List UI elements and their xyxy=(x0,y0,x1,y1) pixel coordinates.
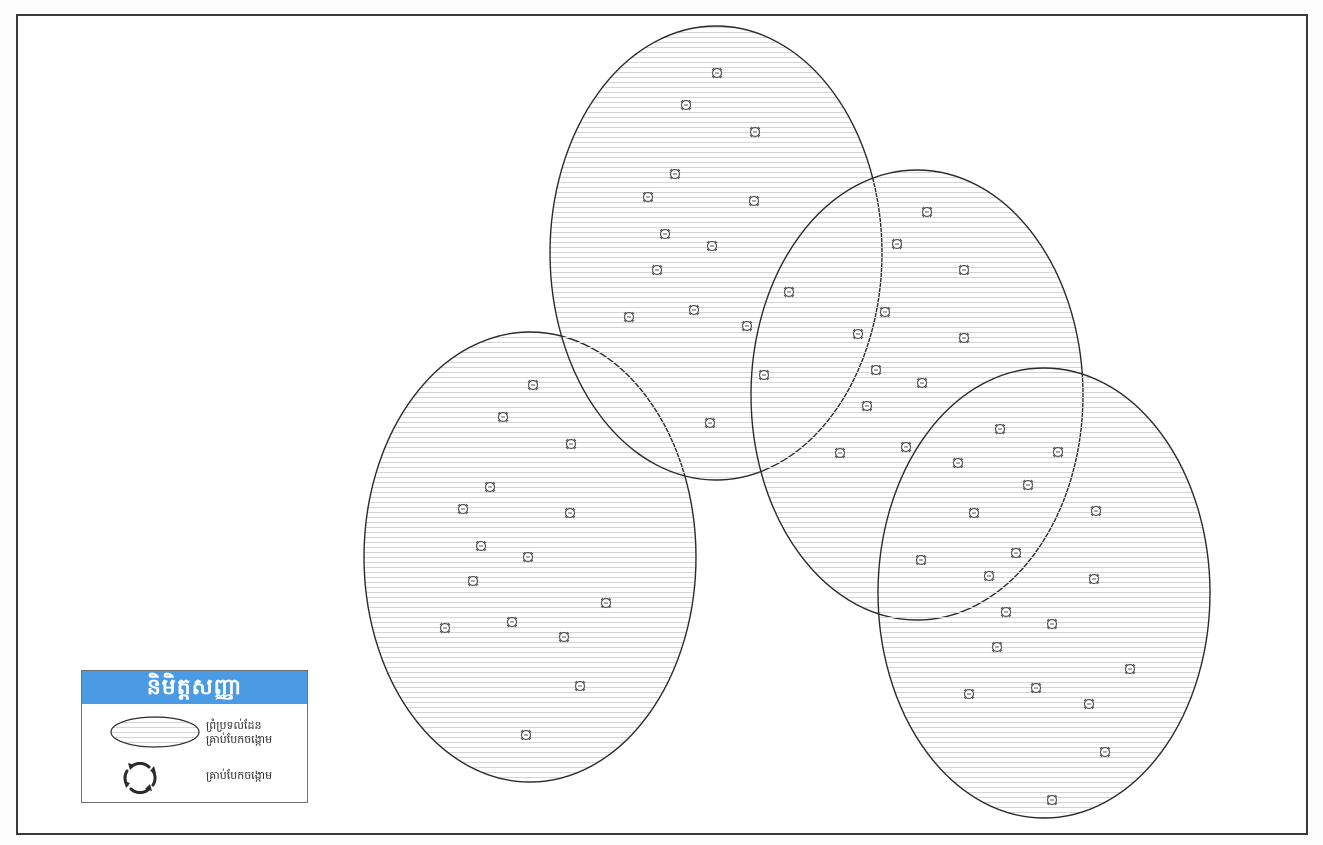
bomblet-icon xyxy=(852,328,864,340)
bomblet-icon xyxy=(1010,547,1022,559)
bomblet-icon xyxy=(706,240,718,252)
legend: និមិត្តសញ្ញា ព្រំប្រទល់ដែន គ្រាប់បែកចង្ក… xyxy=(81,670,308,803)
bomblet-icon xyxy=(527,379,539,391)
bomblet-icon xyxy=(680,99,692,111)
bomblet-icon xyxy=(506,616,518,628)
bomblet-icon xyxy=(688,304,700,316)
bomblet-icon xyxy=(1046,618,1058,630)
bomblets xyxy=(439,67,1136,806)
legend-label-footprint: ព្រំប្រទល់ដែន គ្រាប់បែកចង្កោម xyxy=(206,719,273,746)
bomblet-icon xyxy=(968,507,980,519)
bomblet-icon xyxy=(1022,479,1034,491)
bomblet-icon xyxy=(522,551,534,563)
bomblet-icon xyxy=(834,447,846,459)
bomblet-icon xyxy=(915,554,927,566)
bomblet-icon xyxy=(1000,606,1012,618)
hatched-ellipse-icon xyxy=(110,716,200,748)
bomblet-icon xyxy=(741,320,753,332)
bomblet-icon xyxy=(758,369,770,381)
legend-item-bomblet: គ្រាប់បែកចង្កោម xyxy=(82,759,307,795)
bomblet-icon xyxy=(659,228,671,240)
bomblet-icon xyxy=(870,364,882,376)
bomblet-icon xyxy=(958,332,970,344)
bomblet-icon xyxy=(484,481,496,493)
bomblet-icon xyxy=(749,126,761,138)
bomblet-icon xyxy=(783,286,795,298)
bomblet-icon xyxy=(457,503,469,515)
bomblet-icon xyxy=(861,400,873,412)
bomblet-icon xyxy=(475,540,487,552)
bomblet-icon xyxy=(1099,746,1111,758)
bomblet-icon xyxy=(891,238,903,250)
legend-label-bomblet: គ្រាប់បែកចង្កោម xyxy=(206,769,273,782)
bomblet-icon xyxy=(439,622,451,634)
bomblet-icon xyxy=(952,457,964,469)
bomblet-icon xyxy=(748,195,760,207)
legend-title: និមិត្តសញ្ញា xyxy=(82,671,307,704)
bomblet-icon xyxy=(900,441,912,453)
bomblet-icon xyxy=(574,680,586,692)
bomblet-icon xyxy=(642,191,654,203)
bomblet-icon xyxy=(1083,698,1095,710)
bomblet-icon xyxy=(1030,682,1042,694)
bomblet-icon xyxy=(623,311,635,323)
bomblet-icon xyxy=(991,641,1003,653)
bomblet-icon xyxy=(669,168,681,180)
bomblet-icon xyxy=(520,729,532,741)
bomblet-icon xyxy=(711,67,723,79)
bomblet-icon xyxy=(558,631,570,643)
legend-item-footprint: ព្រំប្រទល់ដែន គ្រាប់បែកចង្កោម xyxy=(82,715,307,755)
bomblet-icon xyxy=(1090,505,1102,517)
bomblet-icon xyxy=(651,264,663,276)
bomblet-icon xyxy=(916,377,928,389)
bomblet-icon xyxy=(564,507,576,519)
bomblet-icon xyxy=(497,411,509,423)
bomblet-icon xyxy=(963,688,975,700)
footprint-zone-4 xyxy=(877,367,1211,819)
footprint-zones xyxy=(363,25,1211,819)
bomblet-icon xyxy=(1088,573,1100,585)
bomblet-icon xyxy=(467,575,479,587)
bomblet-icon xyxy=(983,570,995,582)
bomblet-icon xyxy=(704,417,716,429)
bomblet-icon xyxy=(565,438,577,450)
bomblet-icon xyxy=(600,597,612,609)
bomblet-icon xyxy=(994,423,1006,435)
bomblet-icon xyxy=(958,264,970,276)
bomblet-icon xyxy=(1046,794,1058,806)
bomblet-icon xyxy=(879,306,891,318)
bomblet-icon xyxy=(1052,446,1064,458)
bomblet-icon xyxy=(921,206,933,218)
bomblet-icon xyxy=(1124,663,1136,675)
bomblet-icon xyxy=(123,761,157,795)
